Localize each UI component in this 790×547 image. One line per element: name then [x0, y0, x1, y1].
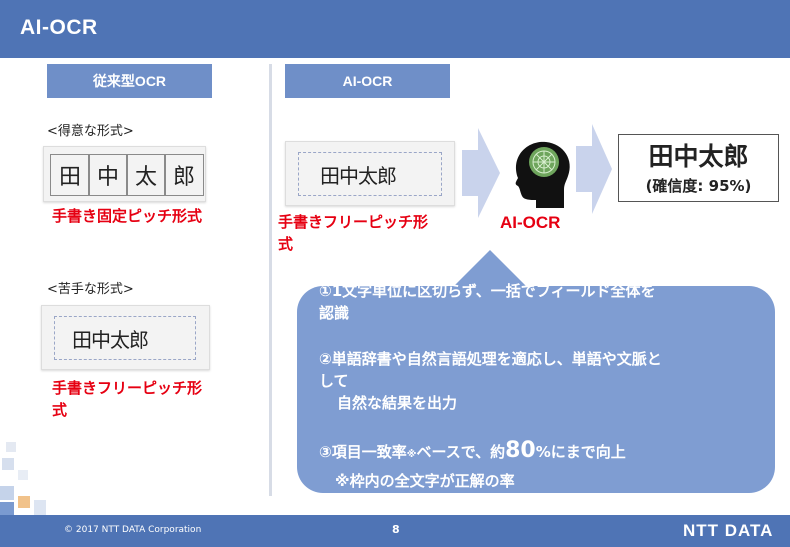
ai-ocr-engine-label: AI-OCR — [500, 213, 561, 232]
sample-text: 田中太郎 — [72, 328, 149, 352]
free-pitch-caption-right: 手書きフリーピッチ形 式 — [278, 211, 428, 255]
right-arrow-icon — [462, 128, 500, 218]
ocr-result-box: 田中太郎 (確信度: 95%) — [618, 134, 779, 202]
fixed-pitch-caption: 手書き固定ピッチ形式 — [52, 207, 203, 225]
callout-pointer — [450, 250, 530, 290]
free-pitch-caption-left: 手書きフリーピッチ形 式 — [52, 377, 202, 421]
feature-callout: ①1文字単位に区切らず、一括でフィールド全体を 認識 ②単語辞書や自然言語処理を… — [297, 282, 775, 493]
ai-head-icon — [515, 141, 570, 208]
caption-line: 手書きフリーピッチ形 — [52, 379, 203, 397]
caption-line: 式 — [52, 401, 68, 419]
column-divider — [269, 64, 272, 496]
tag-conventional-ocr: 従来型OCR — [47, 64, 212, 98]
header-bar: AI-OCR — [0, 0, 790, 58]
sample-char: 太 — [126, 154, 166, 196]
sample-char: 田 — [50, 154, 90, 196]
sample-char: 中 — [88, 154, 128, 196]
sample-text: 田中太郎 — [320, 164, 397, 188]
decorative-mosaic — [0, 440, 70, 515]
fixed-pitch-sample: 田 中 太 郎 — [43, 146, 206, 202]
tag-ai-ocr: AI-OCR — [285, 64, 450, 98]
feature-3: ③項目一致率※ベースで、約80%にまで向上 — [319, 438, 626, 463]
copyright: © 2017 NTT DATA Corporation — [64, 525, 202, 535]
feature-1: ①1文字単位に区切らず、一括でフィールド全体を 認識 — [319, 282, 656, 322]
right-arrow-icon — [576, 124, 612, 214]
caption-line: 式 — [278, 235, 294, 253]
slide-title: AI-OCR — [20, 16, 98, 39]
free-pitch-sample-right: 田中太郎 — [285, 141, 455, 206]
footer-bar: © 2017 NTT DATA Corporation 8 NTT DATA — [0, 515, 790, 547]
free-pitch-sample-left: 田中太郎 — [41, 305, 210, 370]
feature-3-note: ※枠内の全文字が正解の率 — [335, 472, 515, 490]
feature-2: ②単語辞書や自然言語処理を適応し、単語や文脈と して 自然な結果を出力 — [319, 350, 662, 412]
bad-format-label: <苦手な形式> — [47, 282, 134, 297]
result-name: 田中太郎 — [648, 142, 749, 171]
page-number: 8 — [392, 523, 400, 536]
sample-char: 郎 — [164, 154, 204, 196]
company-logo: NTT DATA — [683, 521, 774, 540]
good-format-label: <得意な形式> — [47, 124, 134, 139]
result-confidence: (確信度: 95%) — [645, 177, 752, 195]
caption-line: 手書きフリーピッチ形 — [278, 213, 429, 231]
